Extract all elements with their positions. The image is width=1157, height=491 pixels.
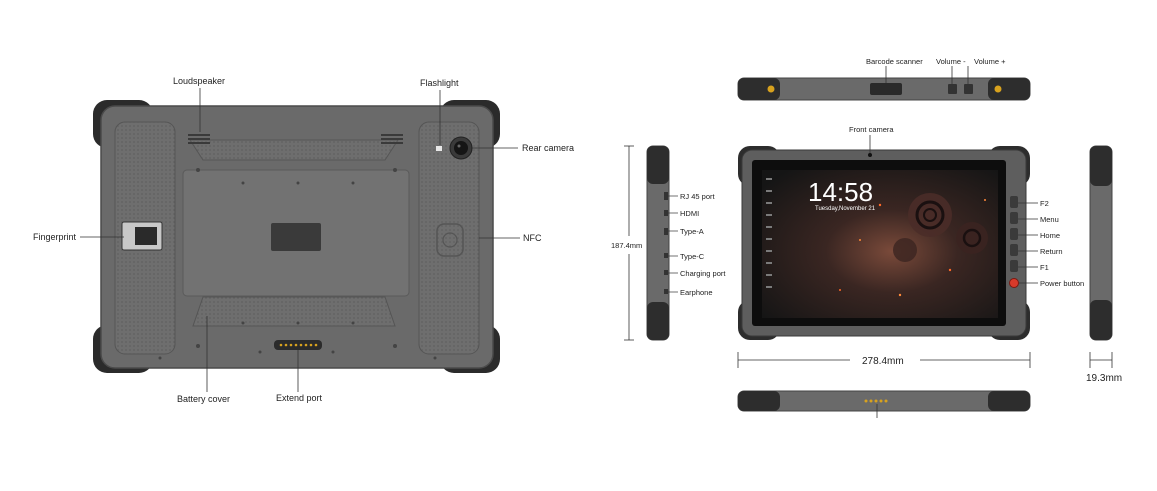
thickness-view: 19.3mm	[1086, 145, 1122, 384]
rose-artwork	[839, 193, 988, 297]
thickness-value: 19.3mm	[1086, 373, 1122, 384]
barcode-window	[870, 83, 902, 95]
rear-leaders	[80, 88, 520, 392]
nfc-label: NFC	[523, 233, 542, 243]
button-label-f2: F2	[1040, 199, 1049, 208]
top-strip	[189, 139, 399, 161]
flashlight-icon	[436, 146, 442, 151]
lock-screen-clock: 14:58	[808, 177, 873, 207]
port-label-hdmi: HDMI	[680, 209, 699, 218]
top-edge-view: Barcode scanner Volume - Volume +	[737, 57, 1031, 101]
volume-plus-label: Volume +	[974, 57, 1006, 66]
bottom-edge-body	[737, 390, 1031, 412]
screws	[158, 168, 437, 360]
width-value: 278.4mm	[862, 356, 904, 367]
front-camera-lens	[868, 153, 872, 157]
nfc-icon	[436, 223, 464, 257]
button-return	[1010, 244, 1018, 256]
fingerprint-label: Fingerprint	[33, 232, 77, 242]
port-label-earphone: Earphone	[680, 288, 713, 297]
button-label-power: Power button	[1040, 279, 1084, 288]
bottom-pogo-pins	[864, 399, 888, 403]
port-label-type-a: Type-A	[680, 227, 704, 236]
right-grip	[418, 121, 480, 355]
front-view: 14:58 Tuesday,November 21 Front camera F…	[737, 125, 1084, 368]
extend-port	[274, 340, 322, 350]
button-label-home: Home	[1040, 231, 1060, 240]
speaker-grille	[188, 134, 403, 144]
extend-port-label: Extend port	[276, 393, 323, 403]
rear-view: Loudspeaker Flashlight Rear camera Finge…	[33, 76, 574, 404]
volume-minus-key	[948, 84, 957, 94]
fingerprint-pad	[135, 227, 157, 245]
barcode-scanner-label: Barcode scanner	[866, 57, 923, 66]
nfc-ring	[442, 232, 458, 248]
height-value: 187.4mm	[611, 241, 642, 250]
button-label-menu: Menu	[1040, 215, 1059, 224]
bottom-edge-view	[737, 390, 1031, 418]
extend-port-pins	[279, 343, 318, 347]
button-f1	[1010, 260, 1018, 272]
button-f2	[1010, 196, 1018, 208]
rear-camera-label: Rear camera	[522, 143, 574, 153]
power-button	[1009, 278, 1019, 288]
loudspeaker-label: Loudspeaker	[173, 76, 225, 86]
front-camera-label: Front camera	[849, 125, 894, 134]
rear-camera-lens	[454, 141, 468, 155]
port-label-type-c: Type-C	[680, 252, 705, 261]
flashlight-label: Flashlight	[420, 78, 459, 88]
left-edge-view: RJ 45 port HDMI Type-A Type-C Charging p…	[611, 145, 726, 341]
height-dimension	[624, 145, 634, 341]
button-home	[1010, 228, 1018, 240]
side-buttons	[1009, 196, 1019, 288]
button-label-return: Return	[1040, 247, 1063, 256]
port-label-charging: Charging port	[680, 269, 726, 278]
battery-cover-label: Battery cover	[177, 394, 230, 404]
button-menu	[1010, 212, 1018, 224]
thickness-dimension	[1089, 352, 1113, 368]
lock-screen-date: Tuesday,November 21	[815, 206, 876, 212]
bottom-strip	[192, 296, 396, 327]
launcher-icons	[766, 178, 772, 288]
button-label-f1: F1	[1040, 263, 1049, 272]
battery-label-block	[271, 223, 321, 251]
volume-plus-key	[964, 84, 973, 94]
volume-minus-label: Volume -	[936, 57, 966, 66]
port-label-rj45: RJ 45 port	[680, 192, 716, 201]
width-dimension	[737, 352, 1031, 368]
